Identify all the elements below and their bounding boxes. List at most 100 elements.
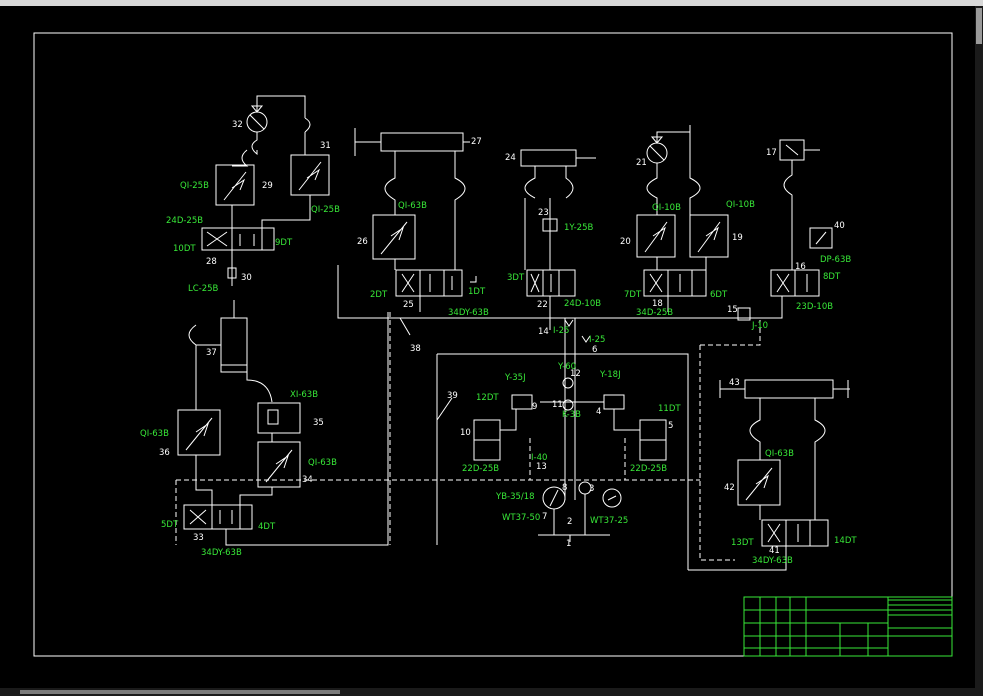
label-qi63b-26: QI-63B	[398, 201, 427, 211]
label-10dt: 10DT	[173, 244, 196, 254]
label-j-10: J-10	[751, 321, 768, 331]
label-y-18j: Y-18J	[599, 370, 621, 380]
number-19: 19	[732, 233, 743, 243]
vertical-scroll-thumb[interactable]	[976, 8, 982, 44]
label-i-25-a: I-25	[553, 326, 569, 336]
label-wt37-50: WT37-50	[502, 513, 540, 523]
label-dp-63b: DP-63B	[820, 255, 851, 265]
label-y-60: Y-60	[557, 362, 576, 372]
label-12dt: 12DT	[476, 393, 499, 403]
number-32: 32	[232, 120, 243, 130]
number-37: 37	[206, 348, 217, 358]
horizontal-scroll-thumb[interactable]	[20, 690, 340, 694]
number-2: 2	[567, 517, 572, 527]
label-34dy-63b-right: 34DY-63B	[752, 556, 793, 566]
label-24d-25b: 24D-25B	[166, 216, 203, 226]
label-22d-25b-left: 22D-25B	[462, 464, 499, 474]
label-k-3b: K-3B	[562, 410, 581, 420]
label-23d-10b: 23D-10B	[796, 302, 833, 312]
number-5: 5	[668, 421, 673, 431]
label-34d-25b: 34D-25B	[636, 308, 673, 318]
label-4dt: 4DT	[258, 522, 276, 532]
number-14: 14	[538, 327, 549, 337]
number-33: 33	[193, 533, 204, 543]
number-3: 3	[589, 484, 594, 494]
label-qi10b-right: QI-10B	[726, 200, 755, 210]
circuit-cylinder-17	[737, 139, 833, 321]
number-1: 1	[566, 539, 571, 549]
number-12: 12	[570, 369, 581, 379]
label-xi-63b: XI-63B	[290, 390, 318, 400]
number-27: 27	[471, 137, 482, 147]
number-28: 28	[206, 257, 217, 267]
label-y-35j: Y-35J	[504, 373, 526, 383]
label-i-40: I-40	[531, 453, 547, 463]
label-34dy-63b-top: 34DY-63B	[448, 308, 489, 318]
circuit-cylinder-43	[688, 379, 850, 571]
label-qi10b-left: QI-10B	[652, 203, 681, 213]
number-8: 8	[562, 483, 567, 493]
label-22d-25b-right: 22D-25B	[630, 464, 667, 474]
label-13dt: 13DT	[731, 538, 754, 548]
circuit-cylinder-24	[520, 149, 596, 330]
number-10: 10	[460, 428, 471, 438]
vertical-scrollbar[interactable]	[975, 6, 983, 696]
label-11dt: 11DT	[658, 404, 681, 414]
drain-lines	[175, 312, 761, 561]
number-11: 11	[552, 400, 563, 410]
circuit-central-pump	[337, 265, 760, 570]
number-23: 23	[538, 208, 549, 218]
label-1y-25b: 1Y-25B	[564, 223, 593, 233]
number-6: 6	[592, 345, 597, 355]
number-21: 21	[636, 158, 647, 168]
number-31: 31	[320, 141, 331, 151]
number-25: 25	[403, 300, 414, 310]
circuit-motor-21	[636, 125, 729, 312]
label-yb-35-18: YB-35/18	[495, 492, 535, 502]
number-38: 38	[410, 344, 421, 354]
label-lc-25b: LC-25B	[188, 284, 219, 294]
label-8dt: 8DT	[823, 272, 841, 282]
number-30: 30	[241, 273, 252, 283]
number-29: 29	[262, 181, 273, 191]
label-qi25b-right: QI-25B	[311, 205, 340, 215]
title-block	[743, 596, 953, 657]
number-16: 16	[795, 262, 806, 272]
label-qi63b-42: QI-63B	[765, 449, 794, 459]
number-20: 20	[620, 237, 631, 247]
number-17: 17	[766, 148, 777, 158]
label-qi25b-left: QI-25B	[180, 181, 209, 191]
label-wt37-25: WT37-25	[590, 516, 628, 526]
label-1dt: 1DT	[468, 287, 486, 297]
number-4: 4	[596, 407, 601, 417]
circuit-cylinder-37	[177, 300, 389, 546]
label-34dy-63b-bottom: 34DY-63B	[201, 548, 242, 558]
leader-38	[399, 317, 411, 336]
number-22: 22	[537, 300, 548, 310]
number-34: 34	[302, 475, 313, 485]
number-9: 9	[532, 402, 537, 412]
number-7: 7	[542, 512, 547, 522]
circuit-cylinder-27	[354, 128, 477, 312]
number-13: 13	[536, 462, 547, 472]
label-qi63b-36: QI-63B	[140, 429, 169, 439]
window-top-bar	[0, 0, 983, 6]
label-6dt: 6DT	[710, 290, 728, 300]
number-26: 26	[357, 237, 368, 247]
label-9dt: 9DT	[275, 238, 293, 248]
label-2dt: 2DT	[370, 290, 388, 300]
number-42: 42	[724, 483, 735, 493]
number-35: 35	[313, 418, 324, 428]
label-7dt: 7DT	[624, 290, 642, 300]
label-i-25-b: I-25	[589, 335, 605, 345]
number-41: 41	[769, 546, 780, 556]
label-14dt: 14DT	[834, 536, 857, 546]
number-24: 24	[505, 153, 516, 163]
label-5dt: 5DT	[161, 520, 179, 530]
label-3dt: 3DT	[507, 273, 525, 283]
horizontal-scrollbar[interactable]	[0, 688, 975, 696]
number-43: 43	[729, 378, 740, 388]
drawing-border	[33, 32, 953, 657]
number-18: 18	[652, 299, 663, 309]
